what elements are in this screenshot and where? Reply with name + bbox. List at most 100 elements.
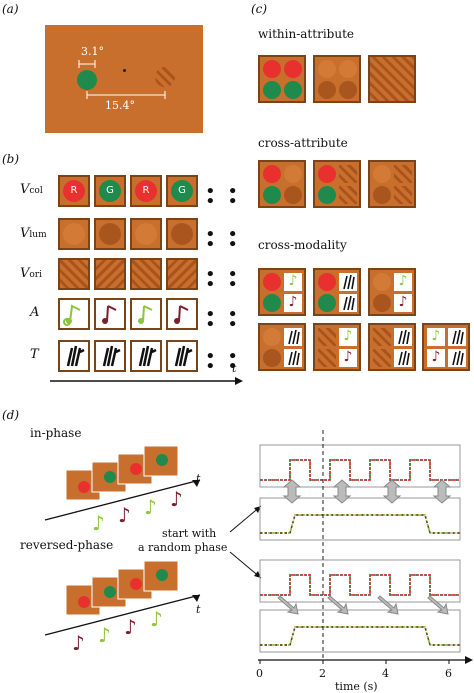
ellipsis: • • • • [205, 224, 241, 255]
x-axis-arrowhead [465, 656, 473, 664]
reversed-audio-wave [260, 626, 460, 646]
ellipsis: • • • • [205, 304, 241, 335]
music-note-icon: ♪ [339, 349, 357, 367]
start-note-line2: a random phase [138, 541, 228, 554]
grating-patch [318, 328, 336, 346]
ellipsis: • • • • [205, 346, 241, 377]
vlum-tile [58, 218, 90, 250]
reversed-color-wave-2 [260, 574, 460, 596]
green-disc [284, 81, 302, 99]
dark-disc [263, 349, 281, 367]
audio-tile [130, 298, 162, 330]
red-disc [263, 60, 281, 78]
audio-tile [94, 298, 126, 330]
ellipsis: • • • • [205, 264, 241, 295]
panel-a-dimension-lines [78, 60, 166, 99]
vcol-tile: G [94, 175, 126, 207]
red-disc [318, 273, 336, 291]
luminance-group [313, 55, 361, 103]
tactile-tile [130, 340, 162, 372]
green-disc: G [99, 180, 121, 202]
fixation-dot [123, 69, 126, 72]
vcol-tile: R [130, 175, 162, 207]
within-attribute-heading: within-attribute [258, 27, 354, 41]
vori-tile [166, 258, 198, 290]
grating-patch [394, 165, 412, 183]
x-tick-label: 2 [319, 667, 326, 680]
panel-label-c: (c) [251, 2, 268, 16]
start-note-line1: start with [162, 527, 217, 540]
in-phase-audio-wave [260, 514, 460, 534]
tactile-tile [58, 340, 90, 372]
light-disc [318, 60, 336, 78]
hand-icon [66, 345, 85, 367]
in-phase-audio-wave-2 [260, 514, 460, 534]
plot-frame [259, 444, 461, 488]
hand-icon [138, 345, 157, 367]
grating-patch [339, 186, 357, 204]
dark-disc [171, 223, 193, 245]
row-label-vori: Vori [20, 266, 42, 281]
hand-icon [394, 349, 412, 367]
svg-text:♪: ♪ [72, 631, 85, 650]
light-disc [263, 328, 281, 346]
music-note-icon: ♪ [394, 273, 412, 291]
color-luminance-group [258, 160, 306, 208]
red-disc [284, 60, 302, 78]
music-note-icon [102, 305, 117, 324]
green-disc [263, 81, 281, 99]
grating-patch [373, 349, 391, 367]
music-note-icon: ♪ [394, 294, 412, 312]
reversed-phase-sequence: ♪ ♪ ♪ ♪ [44, 560, 201, 650]
orientation-tactile-group [368, 323, 416, 371]
dark-disc [318, 81, 336, 99]
music-note-icon: ♪ [284, 294, 302, 312]
hand-icon [284, 349, 302, 367]
grating-patch [373, 328, 391, 346]
music-note-icon [138, 305, 153, 324]
tactile-tile [166, 340, 198, 372]
hand-icon [394, 328, 412, 346]
music-note-icon [63, 304, 81, 326]
grating-patch [318, 349, 336, 367]
dark-disc [99, 223, 121, 245]
x-axis-label: time (s) [335, 680, 378, 693]
reversed-phase-t-label: t [196, 603, 201, 616]
reversed-audio-wave-2 [260, 626, 460, 646]
green-disc [263, 294, 281, 312]
time-course-plots [258, 430, 473, 664]
panel-a-stimulus-display: 3.1° 15.4° [45, 25, 203, 133]
svg-text:♪: ♪ [118, 503, 131, 527]
music-note-icon: ♪ [339, 328, 357, 346]
light-disc [339, 60, 357, 78]
color-group [258, 55, 306, 103]
vori-tile [58, 258, 90, 290]
light-disc [135, 223, 157, 245]
color-audio-group: ♪ ♪ [258, 268, 306, 316]
vcol-tile: R [58, 175, 90, 207]
vlum-tile [130, 218, 162, 250]
svg-text:♪: ♪ [144, 495, 157, 519]
svg-text:♪: ♪ [150, 607, 163, 631]
tactile-tile [94, 340, 126, 372]
time-arrow [50, 377, 243, 385]
cross-attribute-heading: cross-attribute [258, 136, 348, 150]
vori-tile [130, 258, 162, 290]
hand-icon [284, 328, 302, 346]
row-label-a: A [30, 305, 40, 320]
luminance-orientation-group [368, 160, 416, 208]
color-orientation-group [313, 160, 361, 208]
in-phase-t-label: t [196, 472, 201, 485]
panel-label-b: (b) [2, 152, 20, 166]
green-disc [263, 186, 281, 204]
panel-label-d: (d) [2, 408, 20, 422]
music-note-icon: ♪ [427, 328, 445, 346]
time-arrow-label: t [232, 362, 237, 375]
green-disc [318, 186, 336, 204]
in-phase-arrows [282, 479, 452, 504]
green-disc [77, 70, 97, 90]
red-disc: R [135, 180, 157, 202]
hand-icon [339, 294, 357, 312]
dark-disc [373, 294, 391, 312]
row-label-t: T [30, 347, 39, 362]
